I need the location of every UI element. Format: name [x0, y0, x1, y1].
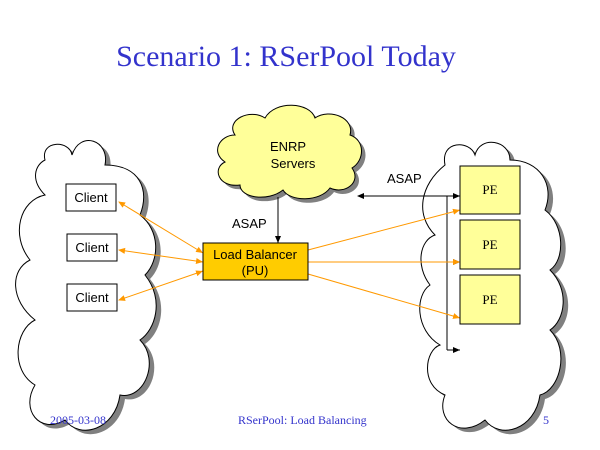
asap-label-pu: ASAP: [232, 216, 267, 231]
pu-pe1-arrow: [307, 208, 461, 251]
slide-title: Scenario 1: RSerPool Today: [116, 40, 456, 73]
client-3[interactable]: Client: [66, 283, 118, 312]
enrp-label-line2: Servers: [271, 156, 316, 171]
pe-label: PE: [482, 237, 497, 252]
client2-pu-arrow: [118, 247, 204, 264]
enrp-servers-cloud: ENRP Servers: [217, 104, 366, 203]
pu-pe3-arrow: [307, 273, 461, 319]
client-2[interactable]: Client: [66, 233, 118, 262]
pe-label: PE: [482, 182, 497, 197]
client-label: Client: [74, 190, 108, 205]
pool-element-3[interactable]: PE: [459, 274, 521, 325]
footer-date: 2005-03-08: [50, 413, 106, 427]
pool-element-2[interactable]: PE: [459, 219, 521, 270]
load-balancer-pu[interactable]: Load Balancer (PU): [202, 242, 309, 281]
client1-pu-arrow: [118, 201, 204, 254]
client-label: Client: [75, 290, 109, 305]
footer-page-number: 5: [543, 413, 549, 427]
pe-label: PE: [482, 292, 497, 307]
client-label: Client: [75, 240, 109, 255]
enrp-label-line1: ENRP: [270, 139, 306, 154]
pool-element-1[interactable]: PE: [459, 165, 521, 215]
footer-title: RSerPool: Load Balancing: [238, 413, 367, 427]
client-1[interactable]: Client: [65, 183, 117, 212]
client3-pu-arrow: [118, 270, 204, 301]
pu-label: (PU): [242, 263, 269, 278]
asap-label-pe: ASAP: [387, 171, 422, 186]
load-balancer-label: Load Balancer: [213, 247, 298, 262]
